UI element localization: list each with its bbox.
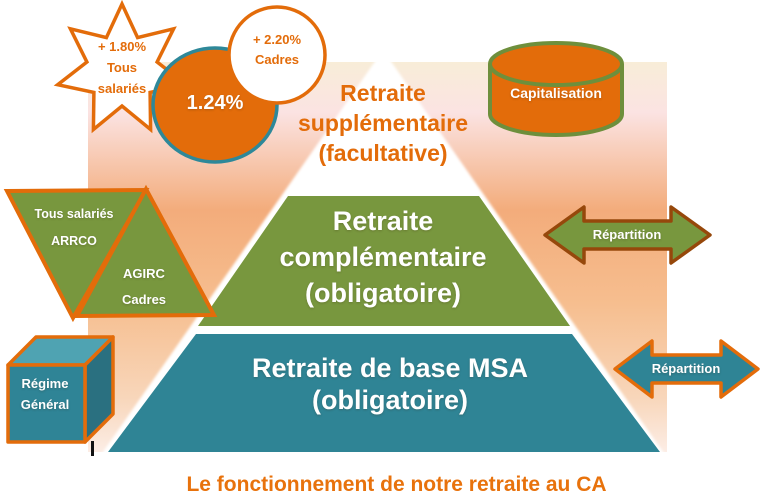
pyramid-bottom-label: Retraite de base MSA (obligatoire) xyxy=(225,352,555,416)
pyramid-top-label: Retraite supplémentaire (facultative) xyxy=(283,78,483,168)
cube-front-face xyxy=(6,363,87,444)
star-line-tous: Tous xyxy=(106,60,138,75)
cylinder-label: Capitalisation xyxy=(510,85,602,101)
upright-triangle-agirc xyxy=(73,184,218,319)
supp-line-1: Retraite xyxy=(340,80,426,106)
cube-label: Régime Général xyxy=(8,373,82,415)
base-line-2: (obligatoire) xyxy=(312,385,468,415)
agirc-line-1: AGIRC xyxy=(123,266,165,281)
arrco-line-1: Tous salariés xyxy=(34,207,114,221)
agirc-triangle-label: AGIRC Cadres xyxy=(94,261,194,313)
repartition-teal-label: Répartition xyxy=(651,361,721,376)
star-line-rate: + 1.80% xyxy=(97,39,147,54)
star-line-salaries: salariés xyxy=(97,81,147,96)
comp-line-3: (obligatoire) xyxy=(305,278,461,308)
supp-line-3: (facultative) xyxy=(318,140,448,166)
arrco-triangle-label: Tous salariés ARRCO xyxy=(24,201,124,255)
comp-line-2: complémentaire xyxy=(279,242,487,272)
agirc-line-2: Cadres xyxy=(121,292,167,307)
repartition-arrow-green xyxy=(543,205,712,265)
pyramid-tier-complementaire xyxy=(198,196,570,326)
supp-line-2: supplémentaire xyxy=(298,110,468,136)
circle-line-rate: + 2.20% xyxy=(252,32,302,47)
arrco-line-2: ARRCO xyxy=(51,234,97,248)
cube-line-1: Régime xyxy=(21,376,69,391)
repartition-arrow-teal xyxy=(613,339,760,399)
pyramid-middle-label: Retraite complémentaire (obligatoire) xyxy=(254,203,512,311)
circle-line-cadres: Cadres xyxy=(254,52,300,67)
star-badge-label: + 1.80% Tous salariés xyxy=(57,36,187,99)
pyramid-tier-base xyxy=(108,334,660,452)
text-cursor-mark xyxy=(91,441,94,456)
slide-caption: Le fonctionnement de notre retraite au C… xyxy=(186,473,607,496)
comp-line-1: Retraite xyxy=(332,206,434,236)
ellipse-badge-value: 1.24% xyxy=(186,92,244,114)
circle-badge xyxy=(227,5,327,105)
cube-line-2: Général xyxy=(20,397,70,412)
cylinder-top xyxy=(488,41,624,87)
base-line-1: Retraite de base MSA xyxy=(251,353,529,383)
star-badge xyxy=(53,0,191,134)
circle-badge-label: + 2.20% Cadres xyxy=(229,30,325,70)
repartition-green-label: Répartition xyxy=(592,227,662,242)
